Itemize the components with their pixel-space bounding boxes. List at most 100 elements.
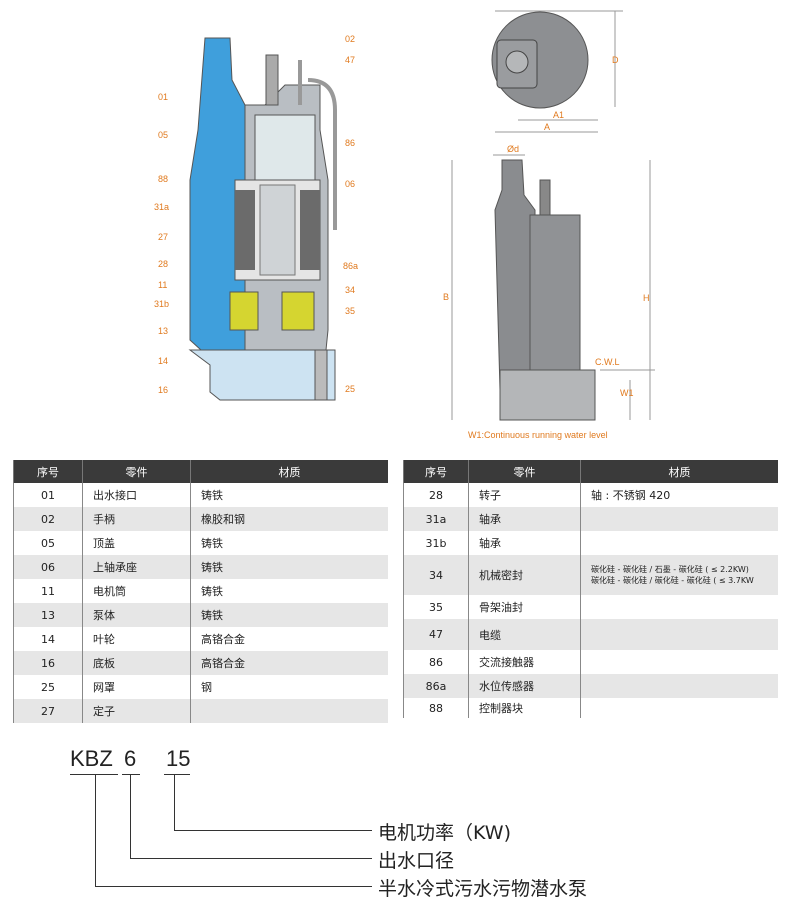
callout-13: 13 bbox=[158, 326, 169, 336]
callout-05: 05 bbox=[158, 130, 169, 140]
part-number: 14 bbox=[13, 627, 83, 651]
part-material: 碳化硅 - 碳化硅 / 石墨 - 碳化硅 ( ≤ 2.2KW) 碳化硅 - 碳化… bbox=[580, 555, 778, 595]
part-material: 铸铁 bbox=[190, 531, 388, 555]
part-name: 水位传感器 bbox=[468, 674, 581, 698]
part-name: 交流接触器 bbox=[468, 650, 581, 674]
part-name: 出水接口 bbox=[82, 483, 191, 507]
part-material: 铸铁 bbox=[190, 579, 388, 603]
part-name: 上轴承座 bbox=[82, 555, 191, 579]
dim-A1: A1 bbox=[553, 110, 565, 120]
part-material bbox=[580, 619, 778, 650]
part-number: 16 bbox=[13, 651, 83, 675]
pump-section-diagram bbox=[188, 37, 337, 401]
part-material bbox=[580, 698, 778, 718]
dim-D: D bbox=[612, 55, 619, 65]
legend-power: 电机功率（KW) bbox=[378, 822, 511, 844]
callout-02: 02 bbox=[345, 34, 356, 44]
part-number: 13 bbox=[13, 603, 83, 627]
part-name: 叶轮 bbox=[82, 627, 191, 651]
part-number: 05 bbox=[13, 531, 83, 555]
part-material bbox=[580, 507, 778, 531]
callout-88: 88 bbox=[158, 174, 169, 184]
part-number: 27 bbox=[13, 699, 83, 723]
callout-16: 16 bbox=[158, 385, 169, 395]
callout-86: 86 bbox=[345, 138, 356, 148]
part-number: 34 bbox=[403, 555, 469, 595]
part-material: 高铬合金 bbox=[190, 651, 388, 675]
part-number: 06 bbox=[13, 555, 83, 579]
part-material bbox=[190, 699, 388, 723]
callout-14: 14 bbox=[158, 356, 169, 366]
callout-11: 11 bbox=[158, 280, 168, 290]
part-number: 02 bbox=[13, 507, 83, 531]
model-outlet: 6 bbox=[124, 746, 137, 771]
part-name: 电缆 bbox=[468, 619, 581, 650]
dim-B: B bbox=[443, 292, 450, 302]
dim-cwl: C.W.L bbox=[595, 357, 620, 367]
part-name: 泵体 bbox=[82, 603, 191, 627]
callout-31b: 31b bbox=[154, 299, 170, 309]
part-name: 轴承 bbox=[468, 507, 581, 531]
part-material: 高铬合金 bbox=[190, 627, 388, 651]
part-name: 转子 bbox=[468, 483, 581, 507]
part-material bbox=[580, 674, 778, 698]
callout-28: 28 bbox=[158, 259, 169, 269]
part-name: 机械密封 bbox=[468, 555, 581, 595]
part-material: 铸铁 bbox=[190, 603, 388, 627]
part-material bbox=[580, 531, 778, 555]
part-material: 铸铁 bbox=[190, 555, 388, 579]
callout-25: 25 bbox=[345, 384, 356, 394]
part-name: 电机筒 bbox=[82, 579, 191, 603]
part-name: 顶盖 bbox=[82, 531, 191, 555]
callout-01: 01 bbox=[158, 92, 169, 102]
part-material bbox=[580, 595, 778, 619]
part-number: 31a bbox=[403, 507, 469, 531]
part-number: 28 bbox=[403, 483, 469, 507]
part-name: 手柄 bbox=[82, 507, 191, 531]
dim-H: H bbox=[643, 293, 650, 303]
part-number: 01 bbox=[13, 483, 83, 507]
legend-type: 半水冷式污水污物潜水泵 bbox=[378, 878, 588, 900]
part-number: 86 bbox=[403, 650, 469, 674]
callout-34: 34 bbox=[345, 285, 356, 295]
callout-31a: 31a bbox=[154, 202, 170, 212]
water-level-note: W1:Continuous running water level bbox=[468, 430, 608, 440]
part-material bbox=[580, 650, 778, 674]
callout-47: 47 bbox=[345, 55, 356, 65]
part-number: 11 bbox=[13, 579, 83, 603]
part-name: 网罩 bbox=[82, 675, 191, 699]
legend-outlet: 出水口径 bbox=[378, 850, 455, 872]
part-material: 轴 : 不锈钢 420 bbox=[580, 483, 778, 507]
part-material: 橡胶和钢 bbox=[190, 507, 388, 531]
part-number: 31b bbox=[403, 531, 469, 555]
callout-35: 35 bbox=[345, 306, 356, 316]
part-material: 铸铁 bbox=[190, 483, 388, 507]
part-number: 86a bbox=[403, 674, 469, 698]
part-name: 定子 bbox=[82, 699, 191, 723]
part-name: 骨架油封 bbox=[468, 595, 581, 619]
callout-27: 27 bbox=[158, 232, 169, 242]
part-name: 控制器块 bbox=[468, 698, 581, 718]
part-number: 25 bbox=[13, 675, 83, 699]
part-number: 35 bbox=[403, 595, 469, 619]
callout-86a: 86a bbox=[343, 261, 359, 271]
part-name: 轴承 bbox=[468, 531, 581, 555]
